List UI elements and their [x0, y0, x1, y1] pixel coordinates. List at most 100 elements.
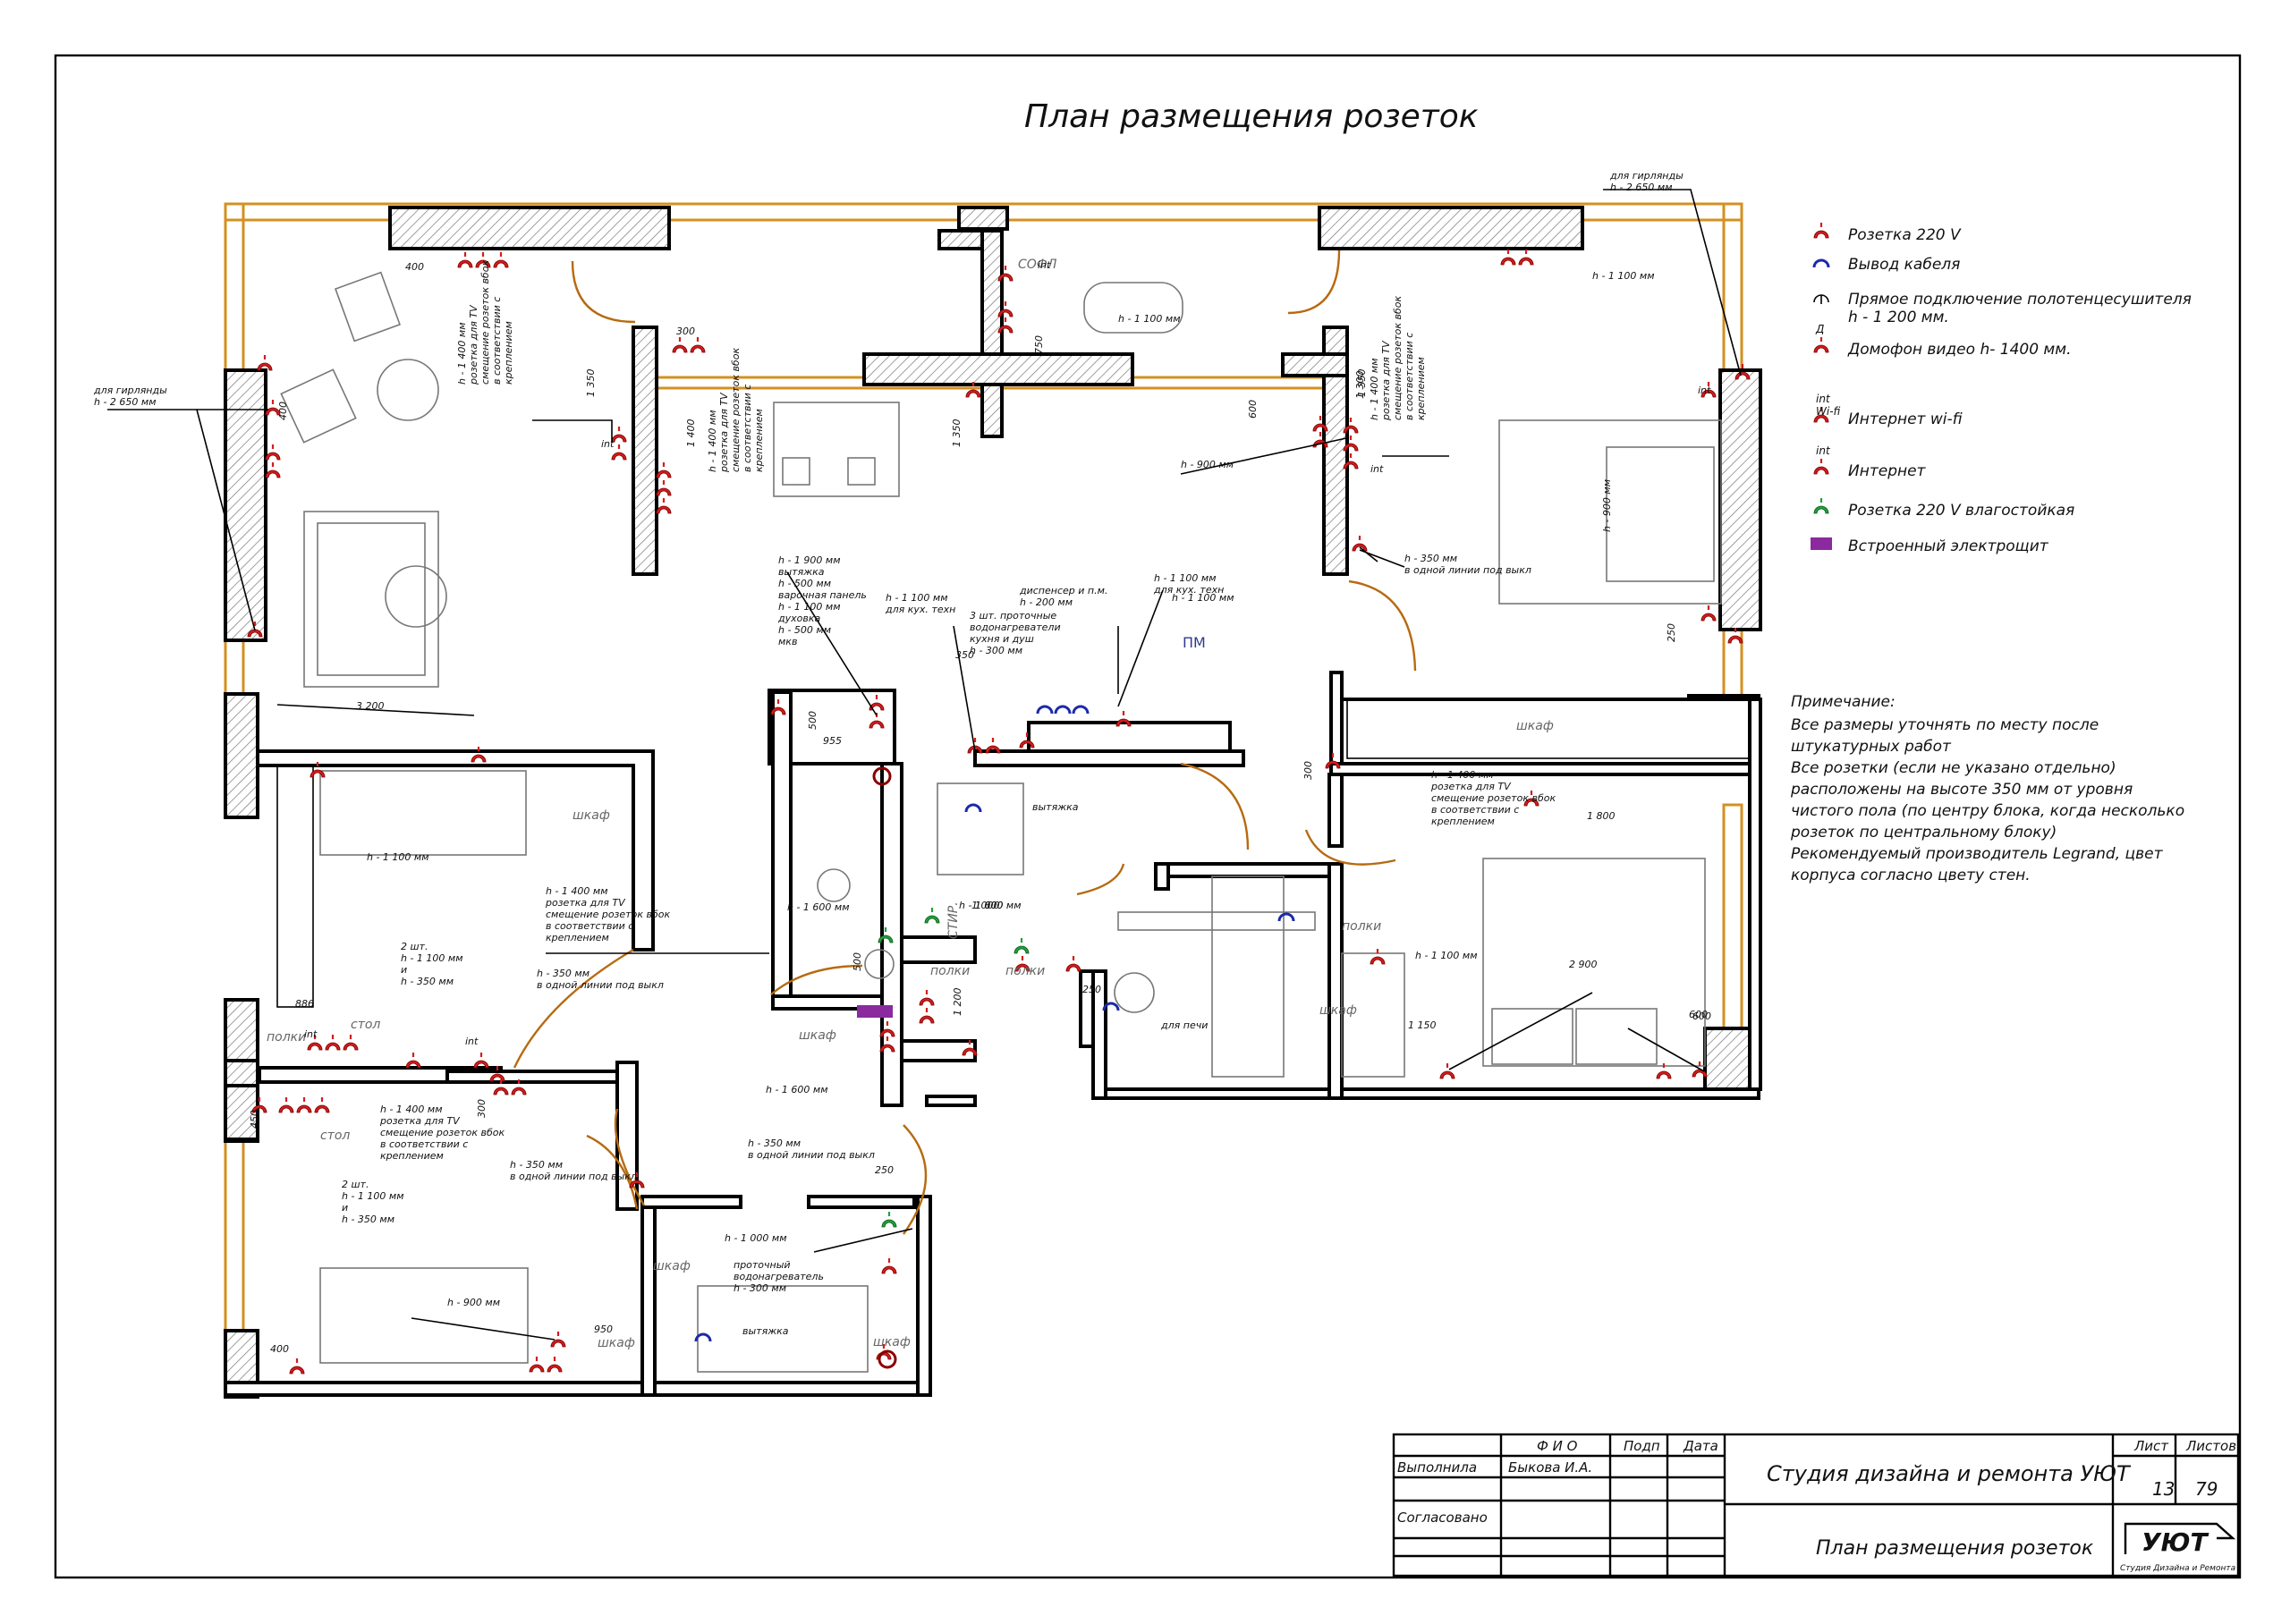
electrical-panel-icon: [1811, 537, 1832, 550]
annotation-bath: h - 1 000 мм: [725, 1232, 787, 1244]
annotation-height: h - 1 100 мм: [1118, 313, 1181, 325]
notes-line: розеток по центральному блоку): [1790, 824, 2057, 842]
dimension-label: 1 800: [1587, 810, 1616, 822]
logo-text: УЮТ: [2142, 1527, 2209, 1557]
page-title: План размещения розеток: [1024, 98, 1479, 135]
annotation-height: h - 1 100 мм: [1592, 270, 1655, 282]
socket-220v-icon: [256, 353, 274, 372]
title-block-row-done: Выполнила: [1397, 1459, 1477, 1476]
annotation-oven: для печи: [1160, 1019, 1208, 1031]
notes-line: Рекомендуемый производитель Legrand, цве…: [1791, 845, 2164, 863]
cable-outlet-icon: [1277, 912, 1295, 923]
socket-waterproof-icon: [923, 906, 941, 925]
legend-tag: Д: [1815, 323, 1824, 335]
dimension-label: 250: [1666, 623, 1677, 642]
socket-220v-icon: [1438, 1062, 1456, 1080]
notes-line: корпуса согласно цвету стен.: [1791, 867, 2031, 884]
legend-label: Прямое подключение полотенцесушителя: [1848, 291, 2192, 309]
annotation-height: h - 900 мм: [1181, 459, 1234, 470]
title-block-col-sign: Подп: [1624, 1438, 1660, 1454]
room-label: шкаф: [1516, 719, 1554, 733]
socket-220v-icon: [472, 1051, 490, 1070]
socket-220v-icon: [1499, 248, 1517, 266]
socket-220v-icon: [342, 1033, 360, 1052]
dimension-label: 250: [1082, 984, 1101, 995]
socket-markers: [246, 248, 1751, 1375]
dimension-label: 1 400: [685, 419, 697, 448]
notes-line: Все размеры уточнять по месту после: [1791, 716, 2099, 734]
annotation-int: int: [1698, 385, 1711, 396]
annotation-height: h - 1 100 мм: [1172, 592, 1234, 604]
title-block-col-fio: Ф И О: [1537, 1438, 1578, 1454]
dimension-label: 600: [1247, 400, 1259, 419]
socket-220v-icon: [528, 1355, 546, 1374]
dimension-label: 600: [1689, 1009, 1708, 1020]
room-label: шкаф: [653, 1259, 691, 1273]
dimension-label: 955: [823, 735, 842, 747]
annotation-int: int: [304, 1028, 318, 1040]
socket-220v-icon: [456, 250, 474, 269]
socket-220v-icon: [655, 461, 673, 479]
direct-connection-icon: [1813, 294, 1829, 303]
legend-label: Интернет: [1848, 462, 1927, 480]
dimension-label: 886: [295, 998, 314, 1010]
dimension-label: 450: [249, 1110, 260, 1129]
dimension-label: 750: [1033, 335, 1045, 354]
dimension-label: 300: [476, 1099, 488, 1118]
dimension-label: 1 000: [971, 900, 1000, 911]
annotation-height: h - 1 100 мм: [367, 851, 429, 863]
dimension-label: 1 600: [975, 900, 1004, 911]
annotation-int: int: [1038, 259, 1051, 271]
room-label: полки: [1342, 919, 1381, 934]
legend-label: Розетка 220 V влагостойкая: [1848, 502, 2074, 520]
direct-connection-icon: [872, 766, 892, 786]
title-block-sheets-label: Листов: [2185, 1438, 2236, 1454]
annotation-int: int: [1370, 463, 1384, 475]
room-labels: шкаф шкаф шкаф шкаф шкаф шкаф шкаф полки…: [267, 258, 1554, 1350]
room-label: шкаф: [1319, 1003, 1357, 1018]
cable-outlet-icon: [1072, 705, 1090, 715]
room-label: шкаф: [572, 808, 610, 823]
dimension-label: 2 900: [1569, 959, 1598, 970]
socket-220v-icon: [264, 443, 282, 461]
socket-220v-icon: [492, 250, 510, 269]
cable-outlet-icon: [964, 803, 982, 814]
room-label: ПМ: [1183, 634, 1206, 651]
legend-label: Домофон видео h- 1400 мм.: [1847, 341, 2071, 359]
annotation-bath: вытяжка: [742, 1325, 789, 1337]
socket-220v-icon: [324, 1033, 342, 1052]
title-block-sheets: 79: [2195, 1478, 2218, 1500]
annotation-height: h - 900 мм: [1601, 479, 1613, 532]
socket-220v-icon: [880, 1256, 898, 1275]
legend-item: Розетка 220 V: [1812, 221, 1962, 244]
dimension-label: 1 200: [952, 988, 963, 1017]
socket-220v-icon: [918, 1006, 936, 1025]
annotation-bath: h - 1 600 мм: [766, 1084, 828, 1095]
socket-waterproof-icon: [1013, 936, 1030, 955]
notes-line: чистого пола (по центру блока, когда нес…: [1791, 802, 2184, 820]
title-block: Ф И О Подп Дата Выполнила Быкова И.А. Со…: [1392, 1433, 2240, 1577]
room-label: шкаф: [799, 1028, 836, 1043]
room-label: стол: [320, 1129, 350, 1143]
cable-outlet-icon: [1812, 258, 1830, 268]
dimension-label: 3 200: [356, 700, 385, 712]
dimension-label: 300: [676, 326, 695, 337]
room-label: СОФЛ: [1018, 258, 1057, 272]
annotation-tv: h - 1 400 ммрозетка для TVсмещение розет…: [456, 260, 514, 385]
